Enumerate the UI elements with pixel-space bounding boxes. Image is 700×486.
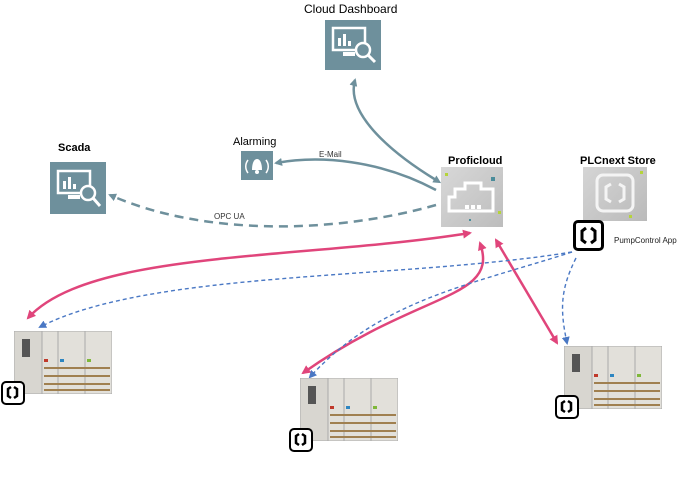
plc-hardware-icon bbox=[563, 345, 663, 410]
pumpcontrol-app-icon[interactable] bbox=[573, 220, 604, 251]
alarm-bell-icon bbox=[245, 159, 269, 174]
plc-hardware-icon bbox=[299, 377, 399, 442]
app-brackets-icon bbox=[294, 432, 307, 447]
app-brackets-icon bbox=[6, 385, 19, 400]
alarming-label: Alarming bbox=[233, 136, 277, 148]
opcua-edge-label: OPC UA bbox=[214, 212, 245, 221]
plc-hardware-icon bbox=[13, 330, 113, 395]
proficloud-node[interactable] bbox=[441, 167, 503, 227]
dashboard-monitor-icon bbox=[331, 26, 377, 64]
plc-controller-1[interactable] bbox=[13, 330, 113, 395]
link-app-plc1 bbox=[38, 251, 573, 328]
plc2-app-icon[interactable] bbox=[289, 428, 313, 452]
link-plc1-cloud bbox=[26, 229, 472, 320]
plc1-app-icon[interactable] bbox=[1, 381, 25, 405]
plcnext-store-label: PLCnext Store bbox=[580, 155, 656, 167]
cloud-dashboard-label: Cloud Dashboard bbox=[304, 2, 398, 16]
link-plc2-cloud bbox=[301, 241, 487, 375]
link-app-plc3 bbox=[561, 257, 577, 345]
scada-node[interactable] bbox=[50, 162, 106, 214]
cloud-dashboard-node[interactable] bbox=[325, 20, 381, 70]
scada-label: Scada bbox=[58, 142, 91, 154]
link-app-plc2 bbox=[308, 251, 573, 379]
link-opcua bbox=[108, 193, 437, 228]
cloud-network-icon bbox=[445, 173, 501, 221]
app-brackets-icon bbox=[580, 226, 597, 245]
alarming-node[interactable] bbox=[241, 151, 273, 180]
proficloud-label: Proficloud bbox=[448, 155, 503, 167]
app-brackets-icon bbox=[595, 171, 643, 218]
link-email bbox=[274, 157, 437, 192]
pumpcontrol-app-label: PumpControl App bbox=[614, 236, 677, 245]
plc-controller-3[interactable] bbox=[563, 345, 663, 410]
link-dashboard bbox=[349, 78, 442, 184]
plcnext-store-node[interactable] bbox=[583, 167, 647, 221]
email-edge-label: E-Mail bbox=[319, 150, 342, 159]
dashboard-monitor-icon bbox=[56, 169, 102, 207]
plc-controller-2[interactable] bbox=[299, 377, 399, 442]
plc3-app-icon[interactable] bbox=[555, 395, 579, 419]
link-plc3-cloud bbox=[494, 238, 559, 345]
app-brackets-icon bbox=[560, 399, 573, 414]
